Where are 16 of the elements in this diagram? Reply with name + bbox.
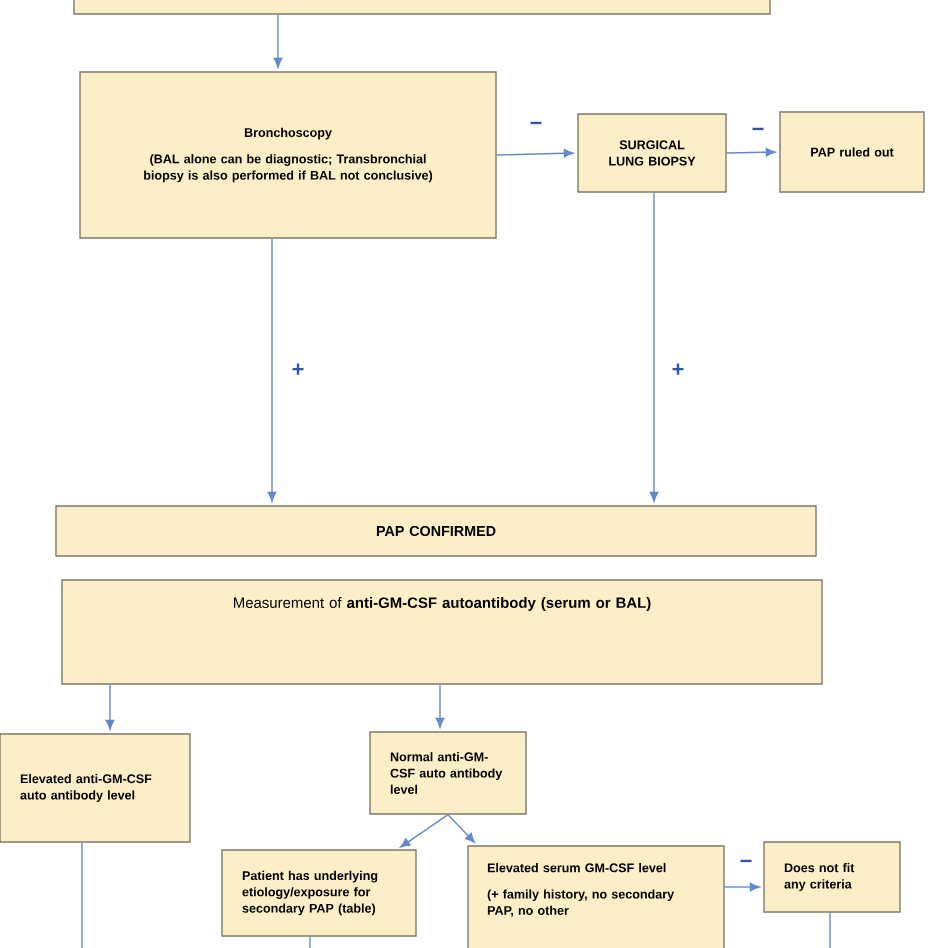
arrow (273, 14, 283, 68)
arrow (105, 684, 115, 730)
arrow (447, 814, 476, 843)
edge-label: + (292, 363, 304, 375)
arrow (435, 684, 445, 728)
arrow (267, 238, 277, 502)
edge-label: − (740, 859, 752, 863)
edge-label: + (672, 363, 684, 375)
arrow (649, 192, 659, 502)
arrow (400, 814, 449, 848)
edge-label: − (530, 121, 542, 125)
arrow (724, 882, 760, 892)
arrow (726, 147, 776, 157)
process-box (73, 0, 771, 15)
edge-label: − (752, 127, 764, 131)
arrow (496, 148, 574, 158)
